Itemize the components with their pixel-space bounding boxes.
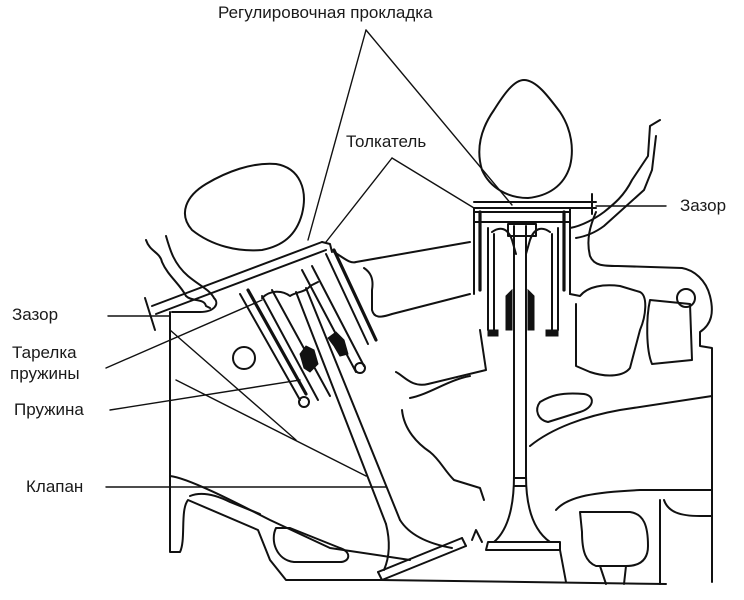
label-clearance-right: Зазор <box>680 196 727 215</box>
leader-shim-left <box>307 29 367 241</box>
right-valve-assembly <box>473 79 597 551</box>
label-valve: Клапан <box>26 477 84 496</box>
right-cam-lobe <box>478 79 573 199</box>
label-spring-retainer-line2: пружины <box>10 364 80 383</box>
label-clearance-left: Зазор <box>12 305 59 324</box>
left-valve-assembly <box>144 162 467 581</box>
cylinder-head-body <box>169 119 713 585</box>
label-shim: Регулировочная прокладка <box>218 3 433 22</box>
leader-tappet-right <box>391 157 475 209</box>
label-spring: Пружина <box>14 400 84 419</box>
leader-spring-retainer <box>105 299 263 369</box>
label-spring-retainer-line1: Тарелка <box>12 343 77 362</box>
leader-shim-right <box>365 29 513 206</box>
leader-tappet-left <box>325 157 393 243</box>
label-tappet: Толкатель <box>346 132 427 151</box>
left-cam-lobe <box>183 162 305 252</box>
